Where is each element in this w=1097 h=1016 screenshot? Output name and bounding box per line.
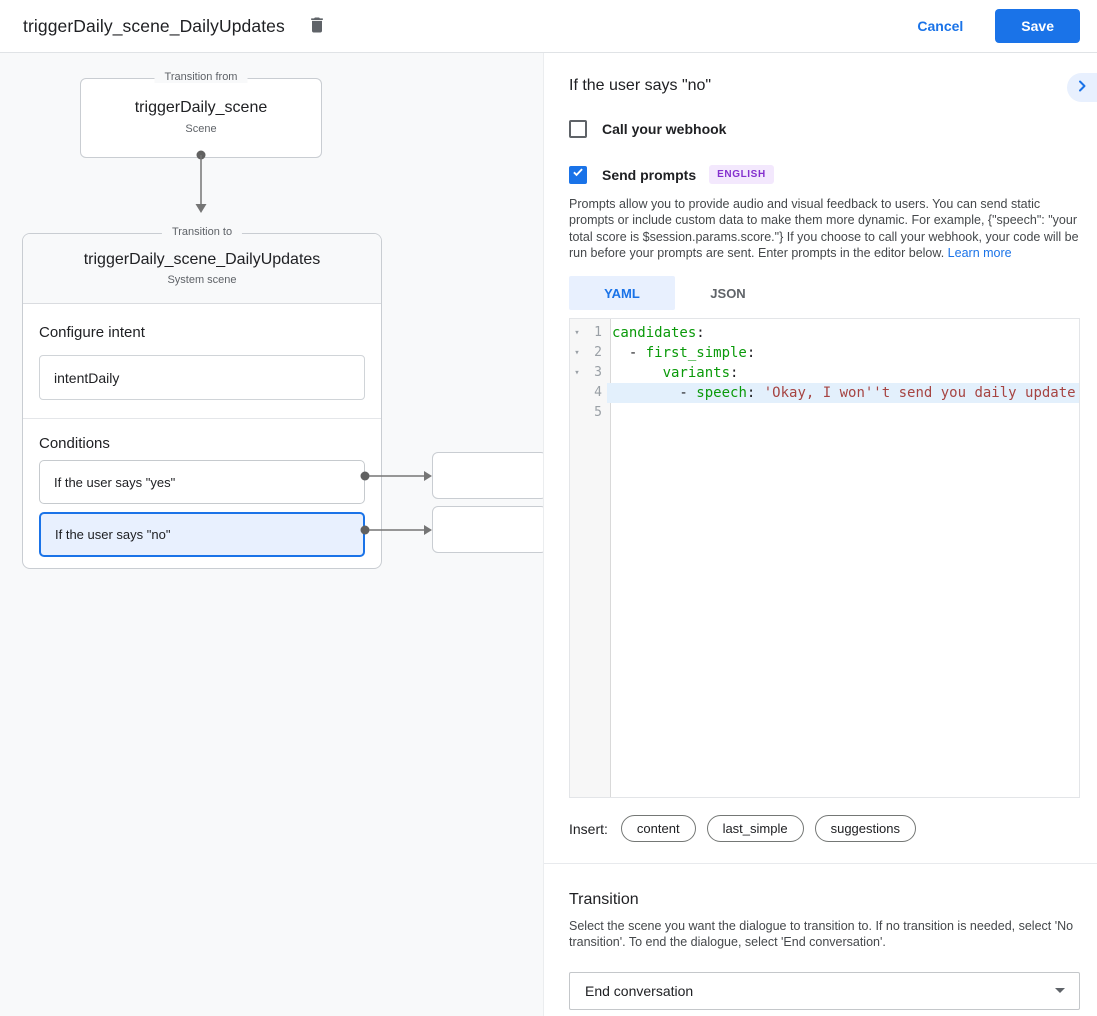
top-bar: triggerDaily_scene_DailyUpdates Cancel S… [0, 0, 1097, 53]
transition-from-legend: Transition from [154, 71, 248, 83]
cancel-button[interactable]: Cancel [901, 10, 979, 42]
send-prompts-label: Send prompts [602, 166, 697, 183]
call-webhook-row: Call your webhook [569, 120, 1080, 138]
line-number: 3 [594, 365, 602, 381]
condition-item[interactable]: If the user says "no" [39, 512, 365, 557]
editor-lines: ▾ 1 candidates: ▾ 2 - first_simple: ▾ 3 varian… [570, 319, 1079, 423]
to-scene-type: System scene [167, 274, 237, 286]
prompt-code-editor[interactable]: ▾ 1 candidates: ▾ 2 - first_simple: ▾ 3 varian… [569, 318, 1080, 799]
fold-gutter [570, 383, 584, 403]
intent-field[interactable]: intentDaily [39, 355, 365, 400]
scene-diagram-canvas: Transition from triggerDaily_scene Scene… [0, 53, 543, 1016]
from-scene-type: Scene [185, 123, 217, 135]
card-section-divider [23, 418, 381, 419]
conditions-label: Conditions [39, 435, 110, 452]
configure-intent-label: Configure intent [39, 324, 145, 341]
fold-arrow-icon[interactable]: ▾ [574, 348, 580, 359]
transition-to-legend: Transition to [161, 226, 243, 238]
conditions-list: If the user says "yes" If the user says "… [39, 460, 365, 557]
code-text: - speech: 'Okay, I won''t send you daily… [607, 383, 1079, 404]
code-text [607, 403, 1079, 423]
line-number: 4 [594, 385, 602, 401]
tab-json[interactable]: JSON [710, 285, 746, 301]
call-webhook-label: Call your webhook [602, 121, 727, 137]
transition-select[interactable]: End conversation [569, 971, 1080, 1010]
line-number: 1 [594, 325, 602, 341]
insert-label: Insert: [569, 820, 608, 837]
line-number: 5 [594, 405, 602, 421]
condition-item[interactable]: If the user says "yes" [39, 460, 365, 504]
editor-gutter [570, 319, 611, 798]
trash-icon [307, 15, 327, 38]
panel-divider [544, 863, 1097, 865]
condition-detail-panel: If the user says "no" Call your webhook … [543, 53, 1097, 1016]
send-prompts-checkbox[interactable] [569, 165, 587, 184]
editor-format-tabs: YAML JSON [569, 276, 1080, 311]
send-prompts-row: Send prompts ENGLISH [569, 165, 1080, 184]
learn-more-link[interactable]: Learn more [947, 245, 1012, 260]
code-line[interactable]: 4 - speech: 'Okay, I won''t send you dai… [570, 383, 1079, 404]
code-text: variants: [662, 365, 739, 382]
configure-intent-section: Configure intent intentDaily [23, 304, 381, 400]
code-line[interactable]: ▾ 3 variants: [570, 363, 1079, 383]
save-button[interactable]: Save [995, 9, 1080, 43]
page-title: triggerDaily_scene_DailyUpdates [23, 15, 285, 36]
line-number: 2 [594, 345, 602, 361]
delete-button[interactable] [307, 15, 327, 38]
insert-chip-last_simple[interactable]: last_simple [706, 815, 804, 843]
checkmark-icon [571, 165, 585, 184]
from-scene-name: triggerDaily_scene [134, 99, 268, 116]
insert-chip-suggestions[interactable]: suggestions [814, 815, 916, 843]
chevron-right-icon [1076, 80, 1088, 95]
collapse-panel-button[interactable] [1067, 73, 1097, 102]
transition-select-value: End conversation [585, 982, 694, 999]
code-line[interactable]: ▾ 2 - first_simple: [570, 343, 1079, 363]
prompts-description: Prompts allow you to provide audio and v… [569, 196, 1080, 261]
transition-from-box[interactable]: Transition from triggerDaily_scene Scene [80, 71, 322, 158]
insert-chip-content[interactable]: content [620, 815, 696, 843]
call-webhook-checkbox[interactable] [569, 120, 587, 138]
code-text: candidates: [612, 325, 705, 342]
transition-description: Select the scene you want the dialogue t… [569, 919, 1074, 950]
fold-arrow-icon[interactable]: ▾ [574, 328, 580, 339]
dropdown-caret-icon [1055, 988, 1065, 994]
code-line[interactable]: 5 [570, 403, 1079, 423]
conditions-section: Conditions If the user says "yes"If the … [23, 419, 381, 557]
tab-yaml[interactable]: YAML [569, 276, 675, 311]
insert-chip-row: Insert: content last_simple suggestions [569, 815, 1080, 843]
fold-arrow-icon[interactable]: ▾ [574, 368, 580, 379]
transition-to-card: Transition to triggerDaily_scene_DailyUp… [22, 226, 382, 569]
language-badge: ENGLISH [709, 165, 774, 184]
condition-target-box-no[interactable] [432, 506, 543, 553]
fold-gutter [570, 403, 584, 423]
insert-chips: content last_simple suggestions [620, 815, 916, 843]
code-line[interactable]: ▾ 1 candidates: [570, 323, 1079, 343]
condition-target-box-yes[interactable] [432, 452, 543, 499]
prompts-description-text: Prompts allow you to provide audio and v… [569, 197, 1079, 260]
condition-panel-title: If the user says "no" [569, 77, 712, 94]
to-scene-name: triggerDaily_scene_DailyUpdates [83, 251, 321, 268]
code-text: - first_simple: [612, 345, 756, 362]
transition-section-title: Transition [569, 891, 639, 909]
to-scene-header[interactable]: triggerDaily_scene_DailyUpdates System s… [23, 234, 381, 304]
